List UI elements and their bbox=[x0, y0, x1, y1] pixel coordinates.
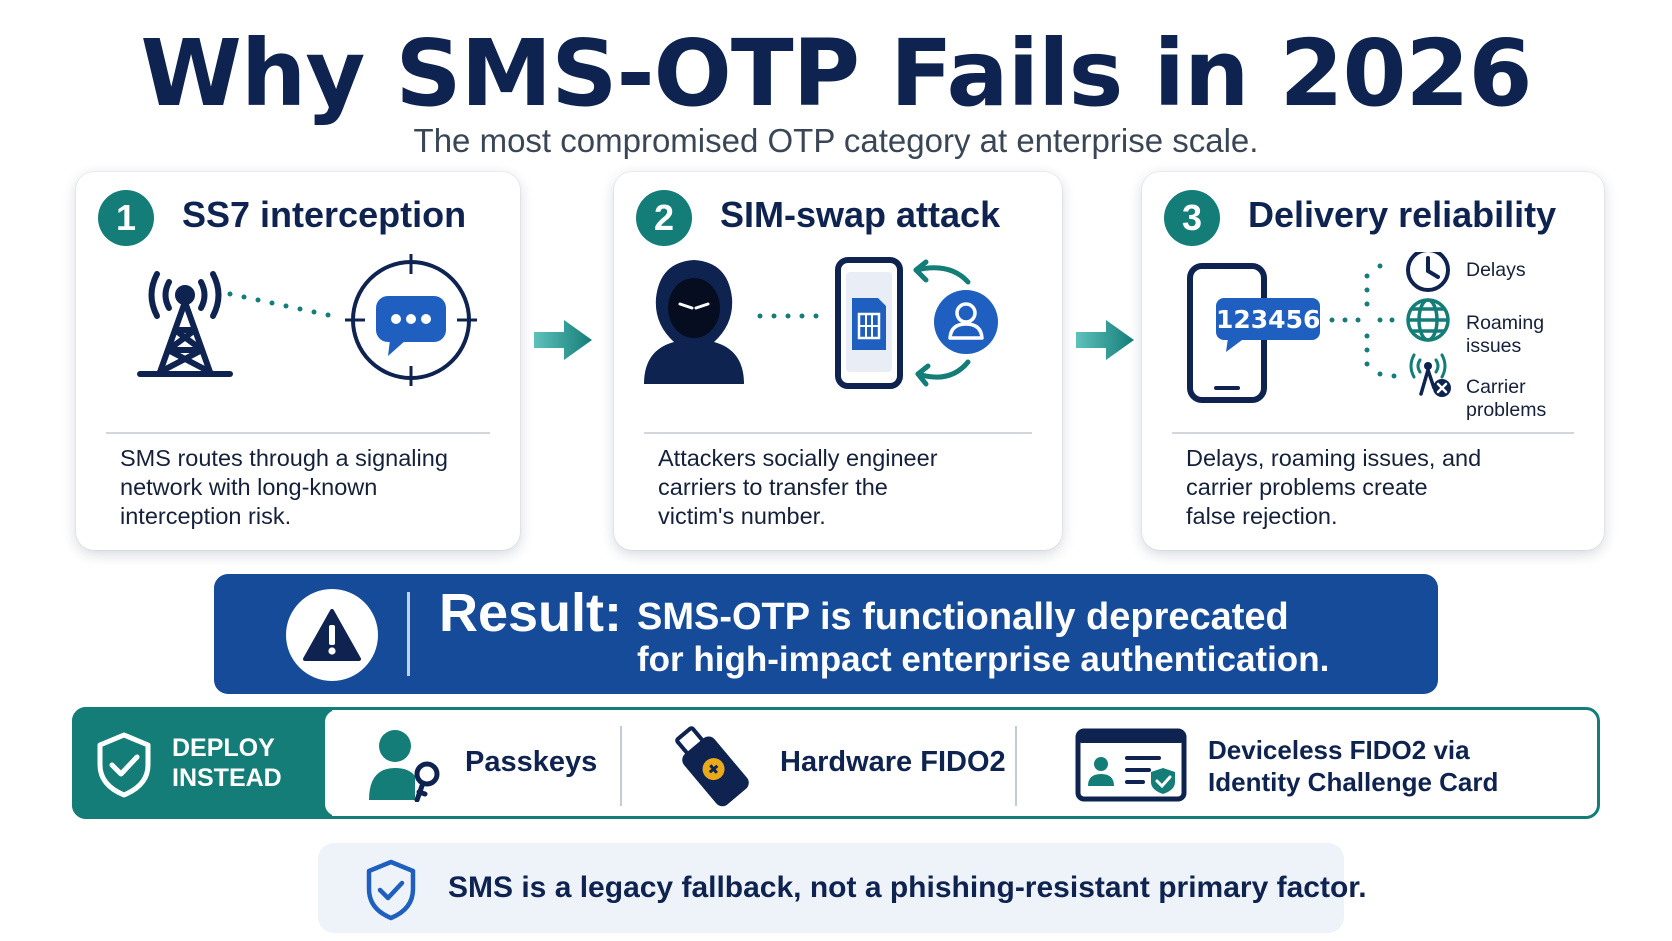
option-passkeys: Passkeys bbox=[465, 746, 598, 778]
shield-check-icon bbox=[366, 859, 416, 921]
sim-swap-illustration bbox=[644, 257, 998, 389]
delivery-illustration bbox=[1187, 252, 1451, 403]
page-subtitle: The most compromised OTP category at ent… bbox=[413, 122, 1259, 159]
usb-key-icon bbox=[675, 726, 749, 807]
flow-arrow-icon bbox=[1076, 320, 1134, 360]
deploy-instead-label-panel: DEPLOY INSTEAD bbox=[72, 707, 332, 819]
issue-label-delays: Delays bbox=[1466, 259, 1526, 281]
card-description: Delays, roaming issues, and carrier prob… bbox=[1186, 445, 1482, 529]
user-icon bbox=[934, 290, 998, 354]
broken-signal-icon bbox=[1409, 353, 1451, 397]
result-text-line1: SMS-OTP is functionally deprecated bbox=[637, 596, 1289, 638]
card-heading: SIM-swap attack bbox=[720, 194, 1001, 235]
banner-divider bbox=[407, 592, 410, 676]
card-sim-swap-attack: 2 SIM-swap attack Attackers bbox=[614, 172, 1062, 550]
flow-arrow-icon bbox=[534, 320, 592, 360]
card-delivery-reliability: 3 Delivery reliability bbox=[1142, 172, 1604, 550]
phone-otp-icon bbox=[1187, 263, 1320, 403]
clock-icon bbox=[1406, 252, 1450, 292]
globe-icon bbox=[1406, 298, 1450, 342]
deploy-options: Passkeys Hardware FIDO2 Deviceless FIDO2… bbox=[325, 710, 1597, 816]
dotted-connector bbox=[757, 313, 819, 319]
shield-check-icon bbox=[97, 732, 151, 798]
warning-icon bbox=[286, 589, 378, 681]
cell-tower-icon bbox=[137, 271, 233, 377]
otp-code: 123456 bbox=[1216, 305, 1321, 334]
footer-text: SMS is a legacy fallback, not a phishing… bbox=[448, 871, 1367, 904]
option-divider bbox=[620, 726, 622, 806]
result-text-line2: for high-impact enterprise authenticatio… bbox=[637, 640, 1330, 679]
user-key-icon bbox=[369, 730, 440, 802]
step-number-badge: 3 bbox=[1164, 190, 1220, 246]
deploy-instead-label: DEPLOY INSTEAD bbox=[172, 734, 282, 792]
issue-label-roaming: Roaming issues bbox=[1466, 312, 1545, 357]
card-divider bbox=[1172, 432, 1574, 434]
dotted-connector bbox=[227, 291, 331, 318]
card-divider bbox=[106, 432, 490, 434]
option-deviceless-fido2: Deviceless FIDO2 via Identity Challenge … bbox=[1208, 735, 1499, 797]
page-title: Why SMS-OTP Fails in 2026 bbox=[140, 20, 1532, 127]
card-description: SMS routes through a signaling network w… bbox=[120, 445, 448, 529]
card-ss7-interception: 1 SS7 interception SMS routes through a … bbox=[76, 172, 520, 550]
card-divider bbox=[644, 432, 1032, 434]
card-heading: Delivery reliability bbox=[1248, 194, 1557, 235]
result-banner: Result: SMS-OTP is functionally deprecat… bbox=[214, 574, 1438, 694]
step-number-badge: 1 bbox=[98, 190, 154, 246]
option-hardware-fido2: Hardware FIDO2 bbox=[780, 746, 1006, 778]
id-card-shield-icon bbox=[1075, 728, 1187, 802]
step-number-badge: 2 bbox=[636, 190, 692, 246]
phone-sim-icon bbox=[835, 257, 903, 389]
swap-arrows-icon bbox=[913, 259, 971, 387]
card-heading: SS7 interception bbox=[182, 194, 467, 235]
chat-bubble-icon bbox=[376, 296, 446, 356]
option-divider bbox=[1015, 726, 1017, 806]
dotted-connector bbox=[1329, 263, 1397, 379]
issue-label-carrier: Carrier problems bbox=[1466, 376, 1547, 421]
ss7-illustration bbox=[137, 254, 477, 386]
crosshair-icon bbox=[345, 254, 477, 386]
result-label: Result: bbox=[439, 583, 623, 643]
footer-callout: SMS is a legacy fallback, not a phishing… bbox=[318, 843, 1367, 933]
deploy-instead-panel: DEPLOY INSTEAD Passkeys Hardware FIDO2 bbox=[72, 707, 1600, 819]
hooded-attacker-icon bbox=[644, 260, 744, 384]
card-description: Attackers socially engineer carriers to … bbox=[658, 445, 938, 529]
